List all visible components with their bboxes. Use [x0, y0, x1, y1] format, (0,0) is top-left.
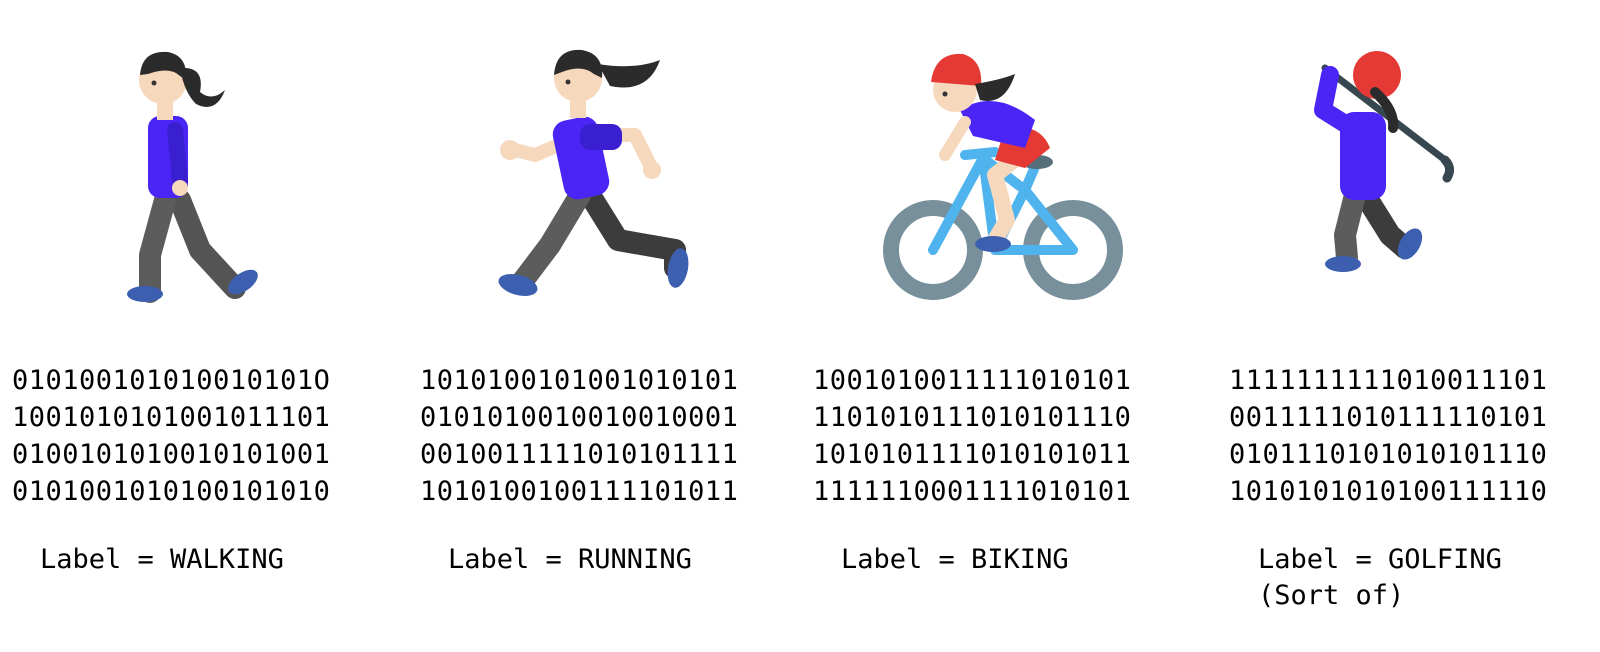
woman-walking-icon [30, 30, 330, 320]
binary-line: 1010100101001010101 [420, 365, 739, 396]
activity-label-biking: Label = BIKING [841, 542, 1069, 578]
label-text: Label = WALKING [40, 544, 284, 575]
label-text: Label = BIKING [841, 544, 1069, 575]
binary-line: 1001010011111010101 [813, 365, 1132, 396]
activity-panel-walking: 010100101010010101O 1001010101001011101 … [0, 0, 360, 652]
binary-data-running: 1010100101001010101 0101010010010010001 … [420, 362, 738, 510]
activity-label-walking: Label = WALKING [40, 542, 284, 578]
label-note: (Sort of) [1258, 580, 1405, 611]
binary-data-walking: 010100101010010101O 1001010101001011101 … [12, 362, 330, 510]
binary-line: 1010101010100111110 [1229, 476, 1548, 507]
binary-line: 0101110101010101110 [1229, 439, 1548, 470]
activity-label-running: Label = RUNNING [448, 542, 692, 578]
binary-line: 0100101010010101001 [12, 439, 331, 470]
binary-data-golfing: 1111111111010011101 0011111010111110101 … [1229, 362, 1547, 510]
binary-line: 1111110001111010101 [813, 476, 1132, 507]
activity-panel-biking: 1001010011111010101 1101010111010101110 … [805, 0, 1165, 652]
activity-panel-golfing: 1111111111010011101 0011111010111110101 … [1225, 0, 1585, 652]
binary-line: 0011111010111110101 [1229, 402, 1548, 433]
woman-running-icon [470, 30, 770, 320]
binary-line: 0101001010100101010 [12, 476, 331, 507]
binary-line: 0101010010010010001 [420, 402, 739, 433]
binary-line: 1010101111010101011 [813, 439, 1132, 470]
binary-line: 010100101010010101O [12, 365, 331, 396]
woman-biking-icon [865, 30, 1165, 320]
activity-label-golfing: Label = GOLFING (Sort of) [1258, 542, 1502, 614]
label-text: Label = RUNNING [448, 544, 692, 575]
binary-line: 1111111111010011101 [1229, 365, 1548, 396]
binary-line: 0010011111010101111 [420, 439, 739, 470]
binary-line: 1010100100111101011 [420, 476, 739, 507]
woman-golfing-icon [1285, 30, 1585, 320]
binary-line: 1101010111010101110 [813, 402, 1132, 433]
binary-line: 1001010101001011101 [12, 402, 331, 433]
activity-panel-running: 1010100101001010101 0101010010010010001 … [410, 0, 770, 652]
label-text: Label = GOLFING [1258, 544, 1502, 575]
binary-data-biking: 1001010011111010101 1101010111010101110 … [813, 362, 1131, 510]
